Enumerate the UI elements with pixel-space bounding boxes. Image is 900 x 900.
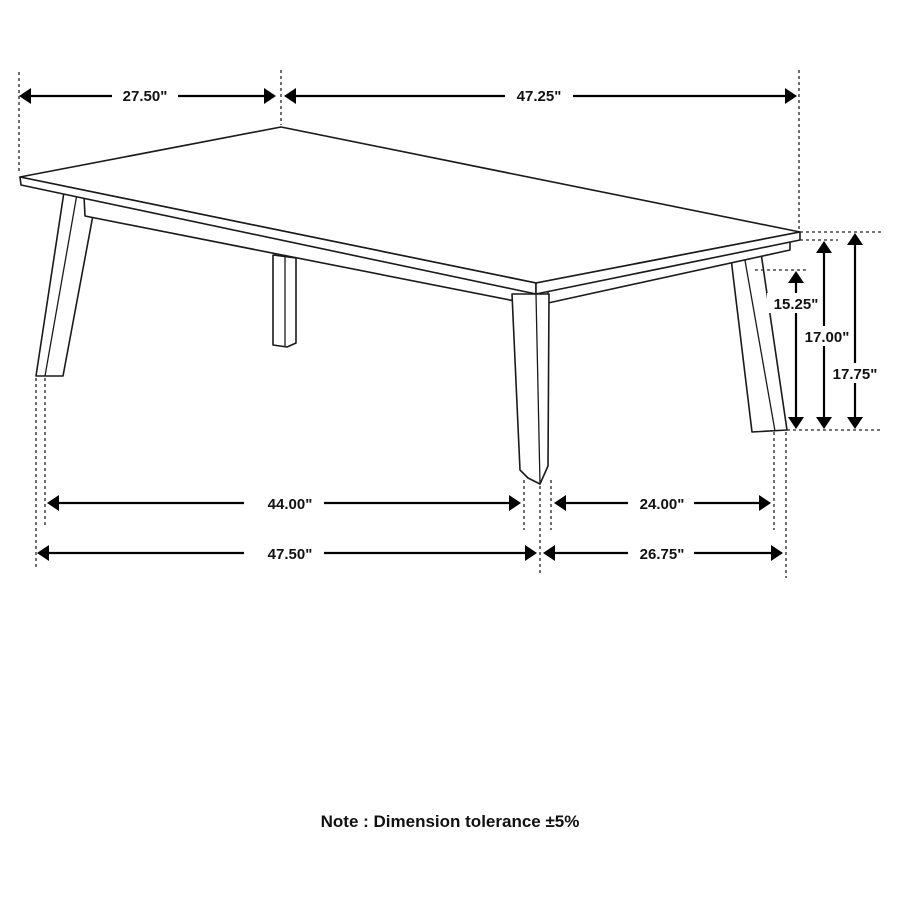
label-top-length: 47.25" xyxy=(517,88,562,105)
dimension-inner-length: 44.00" xyxy=(47,492,521,513)
dimension-top-depth: 27.50" xyxy=(19,85,276,105)
label-inner-length: 44.00" xyxy=(268,496,313,513)
dimension-inner-depth: 24.00" xyxy=(554,492,771,513)
dimension-total-height: 17.75" xyxy=(826,233,884,429)
dimension-leg-height: 17.00" xyxy=(798,241,856,429)
dimension-outer-depth: 26.75" xyxy=(543,542,783,563)
front-left-leg xyxy=(35,191,97,377)
label-outer-length: 47.50" xyxy=(268,546,313,563)
dimension-top-length: 47.25" xyxy=(284,85,797,105)
tolerance-note: Note : Dimension tolerance ±5% xyxy=(320,812,580,831)
label-inner-depth: 24.00" xyxy=(640,496,685,513)
table-illustration xyxy=(19,126,801,485)
label-total-height: 17.75" xyxy=(833,366,878,383)
label-apron-height: 15.25" xyxy=(774,296,819,313)
dimension-apron-height: 15.25" xyxy=(767,271,825,429)
label-outer-depth: 26.75" xyxy=(640,546,685,563)
dimension-outer-length: 47.50" xyxy=(37,542,537,563)
front-right-leg xyxy=(511,293,550,485)
label-leg-height: 17.00" xyxy=(805,329,850,346)
label-top-depth: 27.50" xyxy=(123,88,168,105)
extension-lines xyxy=(18,70,882,578)
